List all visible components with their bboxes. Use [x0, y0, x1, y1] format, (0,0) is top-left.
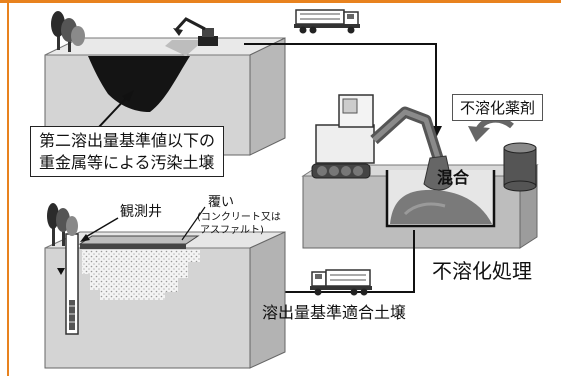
cover-pointer-line	[181, 206, 206, 241]
dump-truck-icon	[294, 9, 360, 34]
contaminated-soil-label-line2: 重金属等による汚染土壌	[39, 152, 215, 172]
mixing-tank	[385, 170, 496, 228]
reagent-arrowhead	[468, 126, 490, 142]
cover-label: 覆い	[208, 195, 235, 210]
well-pointer-line	[83, 217, 119, 239]
tree-icon-2	[47, 203, 78, 246]
compliant-soil-label: 溶出量基準適合土壌	[262, 303, 407, 322]
contaminated-soil-label: 第二溶出量基準値以下の 重金属等による汚染土壌	[30, 126, 225, 178]
observation-well-icon	[65, 233, 79, 335]
contaminated-soil-label-line1: 第二溶出量基準値以下の	[39, 131, 216, 150]
soil-pointer-arrowhead	[122, 90, 134, 102]
insolubilization-label: 不溶化処理	[432, 259, 532, 283]
soil-pointer-line	[97, 95, 129, 129]
insolubilizer-label: 不溶化薬剤	[452, 94, 544, 121]
cover-slab-front	[80, 244, 186, 249]
tree-icon	[51, 11, 85, 52]
cover-note-line2: アスファルト)	[200, 225, 264, 236]
cover-slab	[78, 235, 200, 245]
groundwater-level-icon	[57, 268, 65, 275]
mixing-label: 混合	[437, 168, 470, 187]
dump-truck-icon-2	[310, 269, 372, 296]
excavator-small-icon	[173, 17, 218, 46]
transport-arrow-line	[244, 43, 437, 128]
cover-note-line1: (コンクリート又は	[197, 212, 281, 223]
observation-well-label: 観測井	[120, 204, 162, 220]
excavator-large-icon	[311, 94, 453, 191]
reagent-drum-icon	[503, 142, 537, 192]
contaminated-soil-pit	[88, 56, 190, 112]
compliant-soil-fill	[82, 250, 200, 300]
well-pointer-arrowhead	[80, 234, 90, 242]
